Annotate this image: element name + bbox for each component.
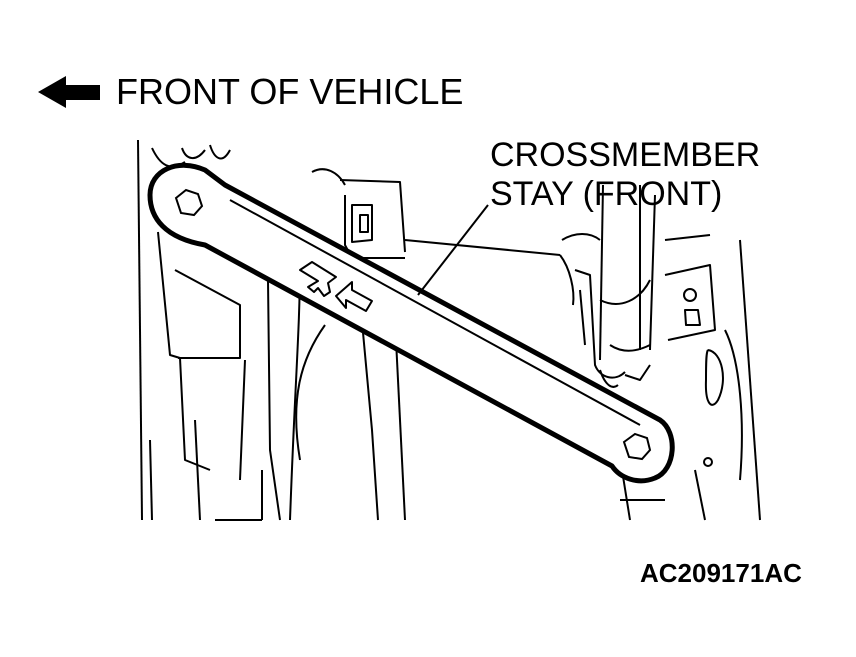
crossmember-stay [147,162,675,484]
crossmember-stay-label-line2: STAY (FRONT) [490,175,723,213]
bolt-head-rear [622,432,652,461]
front-of-vehicle-label: FRONT OF VEHICLE [116,71,464,112]
mounting-bracket [311,168,575,306]
crossmember-stay-label-line1: CROSSMEMBER [490,136,761,174]
stay-inner-edge [229,199,641,426]
leader-line [417,204,489,296]
bolt-head-front [174,188,204,217]
arrow-left-icon [38,76,100,108]
right-mechanism [561,184,761,521]
body-frame-outline [137,139,406,521]
reference-code: AC209171AC [640,558,802,588]
front-arrow-mark-icon [299,261,373,312]
